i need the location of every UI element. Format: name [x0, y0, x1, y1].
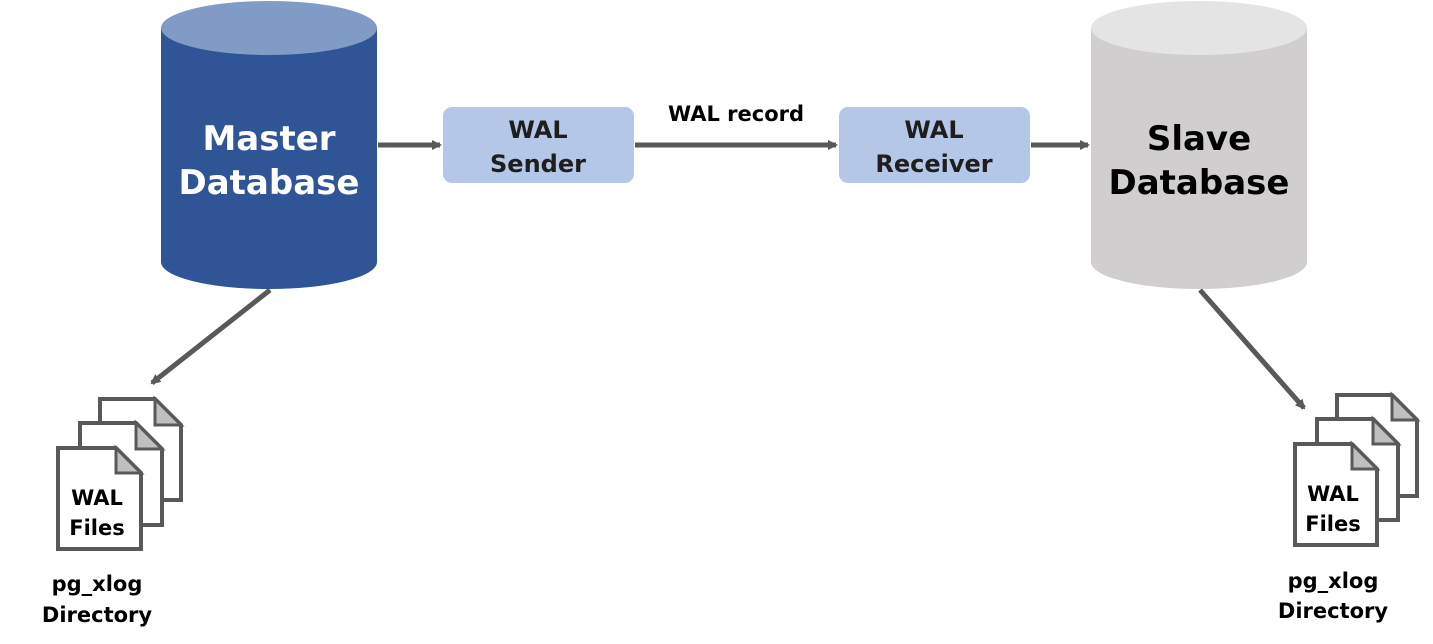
- arrow-master-to-files: [150, 288, 272, 385]
- file-icon: [1293, 440, 1381, 547]
- master-database-top: [161, 1, 377, 55]
- slave-dir-label-line2: Directory: [1278, 599, 1388, 623]
- slave-database-body: [1091, 28, 1307, 289]
- master-database-label-line2: Database: [179, 163, 360, 203]
- wal-receiver: WAL Receiver: [839, 107, 1030, 183]
- wal-receiver-box: [839, 107, 1030, 183]
- master-database-label-line1: Master: [202, 119, 335, 159]
- slave-dir-label-line1: pg_xlog: [1288, 569, 1379, 593]
- wal-sender: WAL Sender: [443, 107, 634, 183]
- wal-record-label: WAL record: [668, 102, 804, 126]
- slave-database-label-line2: Database: [1109, 163, 1290, 203]
- wal-sender-label-line2: Sender: [490, 150, 586, 178]
- master-wal-files-label-line1: WAL: [71, 486, 123, 510]
- master-dir-label-line2: Directory: [42, 603, 152, 627]
- slave-wal-files: WAL Files pg_xlog Directory: [1278, 391, 1421, 623]
- master-dir-label-line1: pg_xlog: [52, 572, 143, 596]
- slave-wal-files-label-line2: Files: [1305, 512, 1360, 536]
- wal-receiver-label-line1: WAL: [904, 116, 963, 144]
- wal-sender-label-line1: WAL: [508, 116, 567, 144]
- master-database: Master Database: [161, 1, 377, 289]
- slave-wal-files-label-line1: WAL: [1307, 482, 1359, 506]
- arrows: [150, 140, 1306, 410]
- arrow-slave-to-files: [1198, 288, 1306, 410]
- slave-database-top: [1091, 1, 1307, 55]
- master-database-body: [161, 28, 377, 289]
- wal-receiver-label-line2: Receiver: [875, 150, 992, 178]
- wal-sender-box: [443, 107, 634, 183]
- master-wal-files: WAL Files pg_xlog Directory: [42, 395, 185, 627]
- file-icon: [56, 444, 145, 551]
- slave-database: Slave Database: [1091, 1, 1307, 289]
- slave-database-label-line1: Slave: [1147, 119, 1251, 159]
- master-wal-files-label-line2: Files: [69, 516, 124, 540]
